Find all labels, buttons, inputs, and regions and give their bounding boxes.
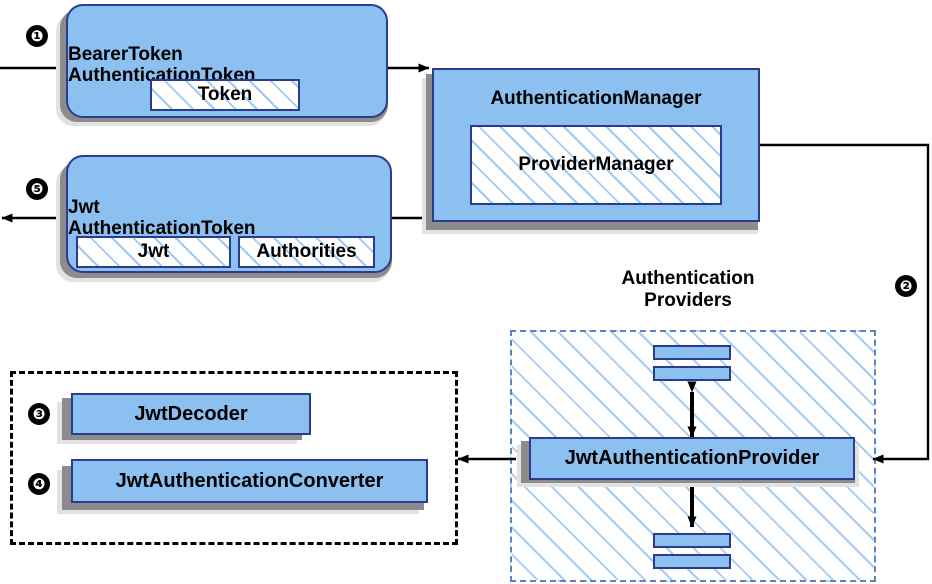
jwt-token-authorities-slot: Authorities — [238, 236, 375, 268]
step-badge-1: ❶ — [26, 25, 48, 47]
provider-bar — [653, 345, 731, 360]
jwt-token-authorities-label: Authorities — [256, 241, 357, 262]
jwt-authentication-converter-node[interactable]: JwtAuthenticationConverter — [71, 459, 428, 503]
step-badge-2: ❷ — [895, 275, 917, 297]
step-badge-5: ❺ — [26, 178, 48, 200]
provider-manager-label: ProviderManager — [518, 154, 674, 175]
step-badge-3: ❸ — [28, 403, 50, 425]
jwt-token-label-line2: AuthenticationToken — [68, 218, 256, 239]
provider-bar — [653, 533, 731, 548]
jwt-authentication-provider-label: JwtAuthenticationProvider — [564, 447, 820, 470]
step-badge-3-text: ❸ — [32, 404, 46, 423]
provider-bar — [653, 366, 731, 381]
bearer-token-slot-label: Token — [197, 84, 253, 105]
step-badge-4: ❹ — [28, 473, 50, 495]
provider-slot-bars-bottom — [653, 533, 731, 569]
bearer-token-label-line1: BearerToken — [68, 43, 183, 65]
providers-title-line1: Authentication — [621, 268, 755, 289]
jwt-token-jwt-slot: Jwt — [76, 236, 231, 268]
jwt-collaborators-group — [10, 371, 458, 545]
jwt-authentication-converter-label: JwtAuthenticationConverter — [115, 469, 384, 492]
provider-manager-slot: ProviderManager — [470, 125, 722, 205]
authentication-providers-title: Authentication Providers — [578, 268, 798, 312]
step-badge-4-text: ❹ — [32, 474, 46, 493]
step-badge-1-text: ❶ — [30, 26, 44, 45]
jwt-decoder-label: JwtDecoder — [134, 402, 248, 425]
jwt-decoder-node[interactable]: JwtDecoder — [71, 393, 311, 435]
jwt-token-label-line1: Jwt — [68, 196, 100, 218]
authentication-manager-label: AuthenticationManager — [490, 88, 702, 109]
jwt-token-jwt-label: Jwt — [137, 241, 170, 262]
provider-slot-bars-top — [653, 345, 731, 381]
step-badge-2-text: ❷ — [899, 276, 913, 295]
providers-title-line2: Providers — [644, 289, 732, 311]
jwt-authentication-provider-node[interactable]: JwtAuthenticationProvider — [529, 437, 855, 480]
provider-bar — [653, 554, 731, 569]
bearer-token-slot: Token — [150, 79, 300, 111]
step-badge-5-text: ❺ — [30, 179, 44, 198]
